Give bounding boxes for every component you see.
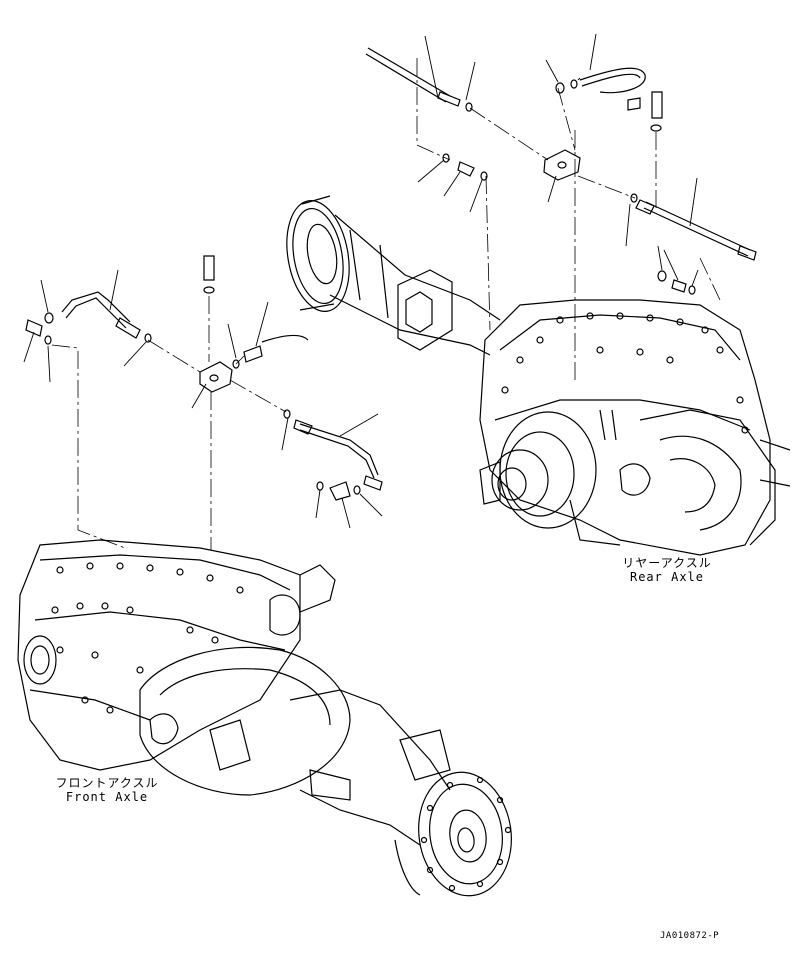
drawing-id: JA010872-P bbox=[660, 931, 720, 941]
rear-brake-tube-upper-right bbox=[556, 68, 662, 131]
rear-axle-housing bbox=[279, 196, 790, 555]
front-brake-tube-right bbox=[284, 410, 382, 500]
rear-axle-label-jp: リヤーアクスル bbox=[622, 556, 712, 570]
front-axle-label-jp: フロントアクスル bbox=[55, 776, 159, 790]
front-tee-block bbox=[200, 256, 308, 392]
front-axle-label: フロントアクスル Front Axle bbox=[52, 776, 162, 804]
rear-axle-label-en: Rear Axle bbox=[629, 570, 705, 584]
front-brake-tube-left bbox=[26, 292, 151, 344]
leader-lines bbox=[24, 34, 698, 528]
rear-brake-tube-upper-left bbox=[366, 48, 472, 111]
front-axle-housing bbox=[18, 540, 519, 902]
front-axle-label-en: Front Axle bbox=[65, 790, 149, 804]
rear-axle-label: リヤーアクスル Rear Axle bbox=[612, 556, 722, 584]
rear-tee-block bbox=[443, 150, 580, 180]
rear-brake-tube-right bbox=[631, 194, 756, 294]
connection-lines bbox=[52, 58, 720, 550]
